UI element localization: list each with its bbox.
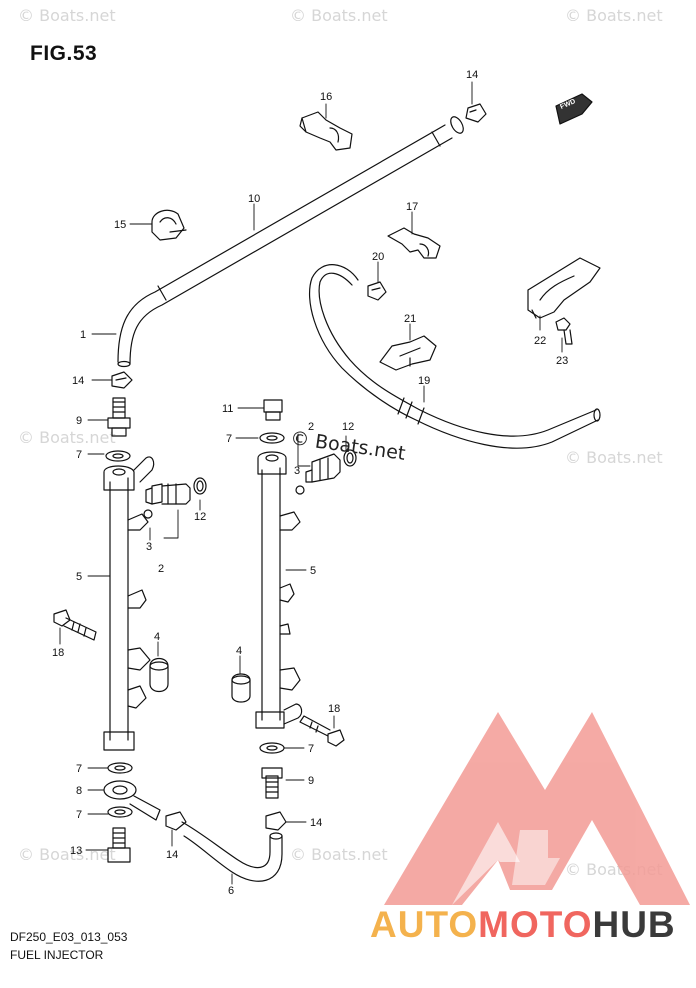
union-fitting-9-right xyxy=(261,767,283,799)
grommet-4-left xyxy=(149,657,169,693)
callout-label: 11 xyxy=(222,403,233,415)
callout-label: 14 xyxy=(72,375,84,387)
washer-7 xyxy=(107,762,133,774)
model-code: DF250_E03_013_053 xyxy=(10,930,128,944)
callout-label: 18 xyxy=(52,647,64,659)
hose-clamp-17 xyxy=(387,227,441,259)
hose-clamp-15 xyxy=(151,209,187,241)
callout-label: 10 xyxy=(248,193,260,205)
fuel-hose-19 xyxy=(308,264,601,449)
callout-label: 1 xyxy=(80,329,86,341)
leader-lines xyxy=(59,81,563,885)
callout-label: 5 xyxy=(310,565,316,577)
callout-label: 20 xyxy=(372,251,384,263)
fuel-hose-6 xyxy=(181,821,283,882)
callout-label: 23 xyxy=(556,355,568,367)
hose-clip-14-left xyxy=(111,371,133,389)
watermark: © Boats.net xyxy=(290,845,388,864)
callout-label: 2 xyxy=(308,421,314,433)
callout-label: 13 xyxy=(70,845,82,857)
fuel-injector-2-right xyxy=(295,449,357,495)
callout-label: 22 xyxy=(534,335,546,347)
callout-label: 14 xyxy=(310,817,322,829)
callout-label: 7 xyxy=(76,449,82,461)
callout-label: 12 xyxy=(342,421,354,433)
banjo-fitting-8 xyxy=(103,780,161,821)
brand-wordmark: AUTOMOTOHUB xyxy=(370,904,676,946)
watermark: © Boats.net xyxy=(565,6,663,25)
bracket-22 xyxy=(527,257,601,319)
hose-clamp-21 xyxy=(379,335,437,371)
fuel-rail-5-right xyxy=(255,451,303,729)
callout-label: 3 xyxy=(294,465,300,477)
bolt-18-right xyxy=(299,715,345,747)
callout-label: 15 xyxy=(114,219,126,231)
callout-label: 19 xyxy=(418,375,430,387)
callout-label: 9 xyxy=(76,415,82,427)
washer-7 xyxy=(259,432,285,444)
callout-label: 4 xyxy=(236,645,242,657)
watermark: © Boats.net xyxy=(18,6,116,25)
watermark: © Boats.net xyxy=(18,428,116,447)
callout-label: 4 xyxy=(154,631,160,643)
brand-part-moto: MOTO xyxy=(478,904,593,945)
callout-label: 21 xyxy=(404,313,416,325)
brand-part-auto: AUTO xyxy=(370,904,479,945)
callout-label: 16 xyxy=(320,91,332,103)
figure-title: FIG.53 xyxy=(30,42,98,65)
washer-7 xyxy=(107,806,133,818)
callout-label: 7 xyxy=(226,433,232,445)
watermark: © Boats.net xyxy=(565,448,663,467)
callout-label: 14 xyxy=(466,69,478,81)
forward-arrow-icon xyxy=(555,93,593,125)
callout-label: 7 xyxy=(76,763,82,775)
callout-label: 7 xyxy=(308,743,314,755)
hose-clip-14-top xyxy=(465,103,487,123)
callout-label: 9 xyxy=(308,775,314,787)
callout-label: 2 xyxy=(158,563,164,575)
hose-clip-14-lower-right xyxy=(265,811,287,831)
callout-label: 12 xyxy=(194,511,206,523)
callout-label: 18 xyxy=(328,703,340,715)
hose-clip-14-lower-left xyxy=(165,811,187,831)
fuel-rail-5-left xyxy=(103,456,155,751)
bolt-23 xyxy=(555,317,573,345)
washer-7 xyxy=(105,450,131,462)
callout-label: 6 xyxy=(228,885,234,897)
callout-label: 17 xyxy=(406,201,418,213)
brand-part-hub: HUB xyxy=(592,904,676,945)
grommet-4-right xyxy=(231,673,251,703)
union-fitting-9-left xyxy=(107,397,131,437)
watermark: © Boats.net xyxy=(290,6,388,25)
union-bolt-13 xyxy=(107,827,131,863)
hose-clamp-16 xyxy=(299,111,353,151)
callout-label: 14 xyxy=(166,849,178,861)
washer-7 xyxy=(259,742,285,754)
fuel-injector-2-left xyxy=(143,477,207,519)
callout-label: 3 xyxy=(146,541,152,553)
callout-label: 8 xyxy=(76,785,82,797)
callout-label: 5 xyxy=(76,571,82,583)
callout-label: 7 xyxy=(76,809,82,821)
plug-11 xyxy=(263,399,283,421)
bolt-18-left xyxy=(53,609,97,641)
fuel-hose-10 xyxy=(117,116,464,368)
hose-clip-20 xyxy=(367,281,387,301)
figure-caption: FUEL INJECTOR xyxy=(10,948,104,962)
